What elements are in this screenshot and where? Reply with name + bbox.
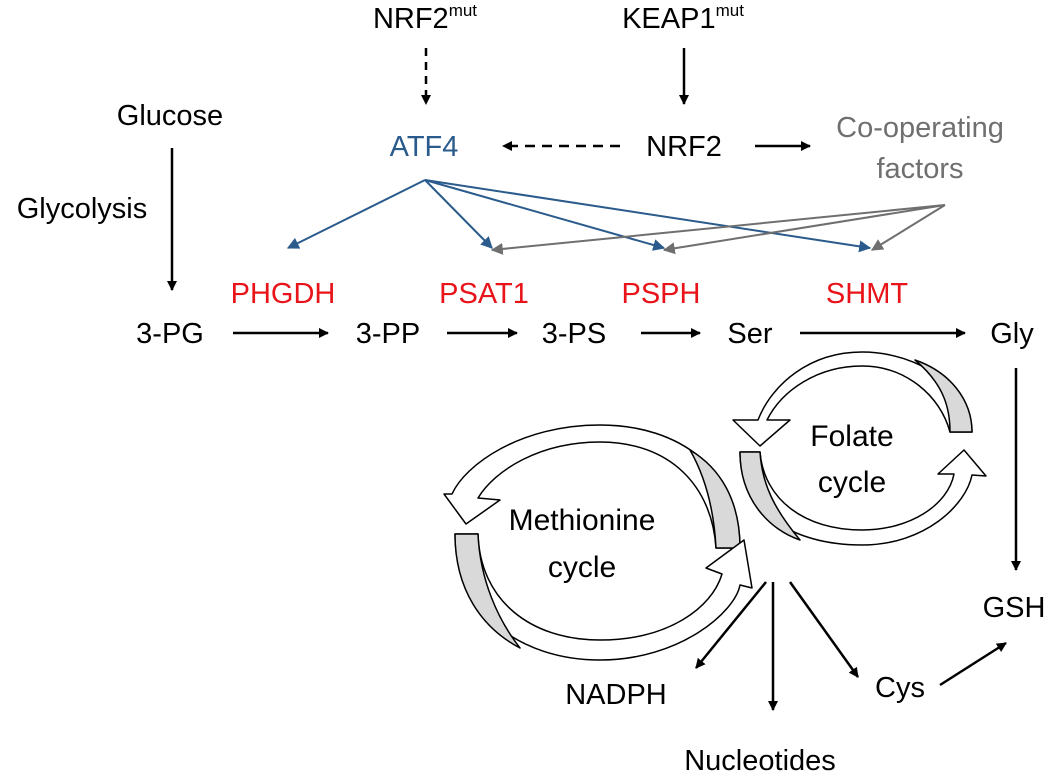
folate-arc-top-shade (914, 359, 973, 433)
to-cys-arrow (788, 581, 860, 678)
cofactors-to-psat1-arrow (490, 204, 946, 255)
atf4-to-phgdh-arrow (286, 179, 426, 249)
phgdh-label: PHGDH (231, 278, 336, 310)
psph-label: PSPH (622, 278, 701, 310)
ser-label: Ser (727, 318, 772, 350)
atf4-to-psat1-arrow (424, 179, 493, 249)
folate-arc-bottom-arrow (739, 449, 987, 546)
3ps-label: 3-PS (542, 318, 606, 350)
3pg-label: 3-PG (136, 318, 204, 350)
folate-cycle-label-line1: Folate (810, 420, 893, 453)
cofactors-label-line1: Co-operating (836, 112, 1004, 144)
cofactors-label-line2: factors (876, 153, 963, 185)
folate-arc-top-arrow (732, 351, 973, 447)
nrf2-mut-label: NRF2mut (373, 1, 477, 35)
gsh-label: GSH (983, 592, 1046, 624)
glycolysis-label: Glycolysis (17, 193, 148, 225)
keap1-mut-label: KEAP1mut (622, 1, 744, 35)
atf4-to-psph-arrow (424, 179, 666, 251)
methionine-arc-bottom-arrow (454, 533, 753, 661)
psat1-label: PSAT1 (439, 278, 529, 310)
cofactor-regulation-arrows (490, 204, 946, 255)
folate-arc-bottom-shade (739, 451, 801, 541)
cofactors-to-shmt-arrow (870, 204, 946, 251)
nadph-label: NADPH (565, 679, 667, 711)
atf4-regulation-arrows (286, 179, 872, 253)
atf4-label: ATF4 (390, 131, 459, 163)
glucose-label: Glucose (117, 100, 223, 132)
methionine-arc-bottom-shade (454, 533, 521, 649)
shmt-label: SHMT (826, 278, 908, 310)
cofactors-to-psph-arrow (662, 204, 946, 255)
methionine-cycle-label-line1: Methionine (509, 504, 656, 537)
cys-to-gsh-arrow (939, 641, 1007, 687)
gly-label: Gly (990, 318, 1034, 350)
to-nadph-arrow (695, 581, 767, 669)
3pp-label: 3-PP (356, 318, 420, 350)
methionine-arc-top-shade (689, 449, 741, 549)
folate-cycle-graphic (732, 351, 987, 546)
nrf2-label: NRF2 (646, 131, 722, 163)
cys-label: Cys (875, 672, 925, 704)
nucleotides-label: Nucleotides (684, 745, 836, 777)
methionine-cycle-graphic (443, 424, 753, 661)
atf4-to-shmt-arrow (424, 179, 872, 253)
folate-cycle-label-line2: cycle (818, 466, 886, 499)
methionine-cycle-label-line2: cycle (548, 551, 616, 584)
methionine-arc-top-arrow (443, 424, 741, 549)
